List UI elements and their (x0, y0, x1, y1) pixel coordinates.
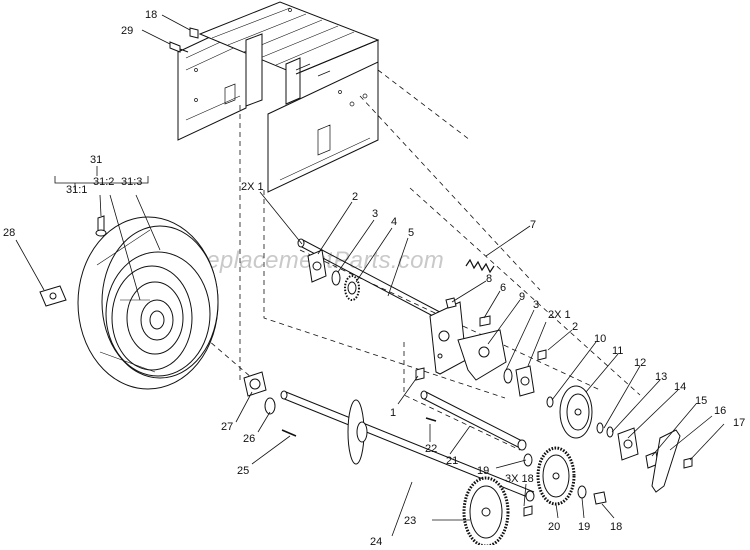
callout-labels: 18 29 31 31:1 31:2 31:3 28 2X 1 2 3 4 5 … (3, 9, 745, 548)
nut-8 (445, 297, 457, 309)
washer-10 (546, 396, 554, 408)
plate-16 (651, 429, 681, 493)
spring-7 (465, 258, 495, 274)
washer-26 (264, 397, 276, 415)
callout-31-2: 31:2 (93, 176, 114, 188)
callout-8: 8 (486, 273, 492, 285)
callout-6: 6 (500, 282, 506, 294)
callout-19-b: 19 (578, 521, 590, 533)
gear-4 (344, 275, 360, 301)
callout-2-right: 2 (572, 321, 578, 333)
washers-12 (596, 422, 614, 438)
bolt-1-right (537, 349, 547, 361)
frame-assembly (177, 1, 380, 193)
callout-11: 11 (612, 345, 623, 357)
bearing-2-left (307, 249, 327, 283)
callout-3-right: 3 (533, 299, 539, 311)
nut-18-3x (523, 505, 533, 517)
sprocket-11 (559, 385, 593, 439)
callout-16: 16 (714, 405, 726, 417)
callout-23: 23 (404, 515, 416, 527)
shaft-5 (297, 238, 456, 327)
wheel-assembly (77, 216, 219, 390)
callout-31-1: 31:1 (66, 184, 87, 196)
callout-24: 24 (370, 536, 382, 545)
callout-15: 15 (695, 395, 707, 407)
bracket-plate-9 (429, 301, 507, 381)
leader-lines (15, 14, 725, 537)
callout-28: 28 (3, 227, 15, 239)
gear-23 (462, 476, 510, 548)
bolt-29 (169, 41, 189, 53)
nut-18-top (189, 27, 199, 39)
valve-stem (95, 215, 107, 237)
callout-29: 29 (121, 25, 133, 37)
clip-28 (39, 285, 67, 307)
callout-31-3: 31:3 (121, 176, 142, 188)
washer-19-b (577, 485, 587, 499)
bolt-17 (683, 457, 693, 469)
washer-19-a (523, 453, 533, 467)
shaft-21 (420, 390, 527, 451)
callout-10: 10 (594, 333, 606, 345)
callout-7: 7 (530, 219, 536, 231)
callout-13: 13 (655, 371, 667, 383)
callout-27: 27 (221, 421, 233, 433)
callout-4: 4 (391, 216, 397, 228)
callout-18-bottom: 18 (610, 521, 622, 533)
bearing-14 (617, 427, 639, 461)
callout-22: 22 (425, 443, 437, 455)
callout-2-left: 2 (352, 191, 358, 203)
callout-19-a: 19 (477, 465, 489, 477)
callout-3x18: 3X 18 (505, 473, 534, 485)
nut-18-bottom (593, 491, 607, 505)
callout-5: 5 (408, 227, 414, 239)
pin-25 (281, 429, 297, 437)
callout-31: 31 (90, 154, 102, 166)
callout-1: 1 (390, 407, 396, 419)
callout-25: 25 (237, 465, 249, 477)
callout-14: 14 (674, 381, 686, 393)
callout-18-top: 18 (145, 9, 157, 21)
callout-2x1-left: 2X 1 (241, 181, 264, 193)
gear-20 (536, 446, 576, 506)
washer-3-left (331, 270, 341, 286)
callout-2x1-right: 2X 1 (548, 309, 571, 321)
callout-9: 9 (519, 291, 525, 303)
screw-6 (479, 315, 491, 327)
hub-flange (347, 399, 368, 465)
callout-12: 12 (634, 357, 646, 369)
bearing-27 (243, 371, 267, 397)
callout-26: 26 (243, 433, 255, 445)
washer-3-right (503, 368, 513, 384)
bearing-2-right (515, 365, 535, 397)
callout-20: 20 (548, 521, 560, 533)
callout-21: 21 (446, 455, 458, 467)
callout-17: 17 (733, 417, 745, 429)
bolt-1-center (415, 367, 425, 381)
callout-3-left: 3 (372, 208, 378, 220)
key-22 (425, 417, 437, 422)
